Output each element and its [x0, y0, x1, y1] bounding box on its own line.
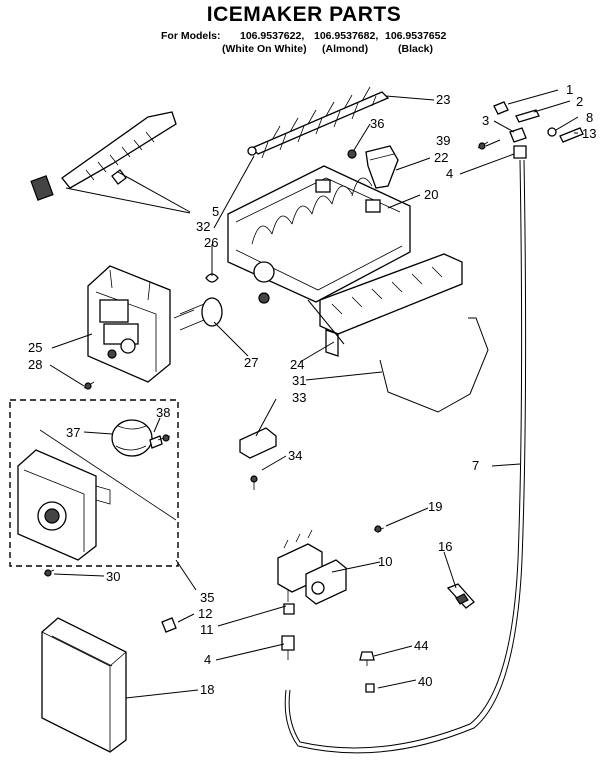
arm-knob-part-33: [239, 427, 277, 459]
motor-housing-part-25: [87, 265, 171, 383]
callout-16: 16: [438, 539, 452, 554]
water-valve-part-10: [277, 529, 347, 605]
nut-part-40: [365, 683, 375, 693]
nut-part-12: [161, 617, 177, 633]
ice-bin-part-18: [41, 617, 127, 753]
clip-part-26: [205, 273, 219, 283]
clamp-part-16: [446, 583, 475, 609]
callout-labels: 1 2 3 8 13 39 4 23 36 22 20 5 32 26 25 2…: [28, 82, 596, 697]
model-variant-3: (Black): [398, 43, 434, 55]
callout-3: 3: [482, 113, 489, 128]
nut-part-1: [493, 101, 509, 115]
callout-7: 7: [472, 458, 479, 473]
callout-34: 34: [288, 448, 302, 463]
fitting-part-11: [283, 603, 295, 615]
callout-26: 26: [204, 235, 218, 250]
page-title: ICEMAKER PARTS: [206, 3, 402, 26]
compression-nut-part-4: [513, 145, 527, 159]
callout-28: 28: [28, 357, 42, 372]
ice-mold-part-20: [227, 165, 411, 304]
fitting-part-2: [515, 109, 540, 123]
callout-1: 1: [566, 82, 573, 97]
callout-23: 23: [436, 92, 450, 107]
compression-nut-part-4b: [281, 635, 295, 660]
model-variant-2: (Almond): [322, 43, 369, 55]
model-number-2: 106.9537682,: [314, 30, 379, 42]
leader-lines: [49, 89, 579, 699]
tube-fitting-part-13: [559, 127, 584, 143]
water-tube-part-7: [284, 159, 527, 754]
callout-32: 32: [196, 219, 210, 234]
screw-part-30: [43, 569, 55, 577]
fill-cup-part-22: [365, 145, 399, 189]
callout-38: 38: [156, 405, 170, 420]
callout-10: 10: [378, 554, 392, 569]
callout-11: 11: [200, 622, 214, 637]
shutoff-arm-part-31: [379, 317, 489, 413]
thermostat-part-27: [173, 297, 223, 331]
screw-part-38: [157, 434, 171, 442]
callout-8: 8: [586, 110, 593, 125]
model-number-3: 106.9537652: [385, 30, 447, 42]
model-number-1: 106.9537622,: [240, 30, 305, 42]
callout-44: 44: [414, 638, 428, 653]
callout-24: 24: [290, 357, 304, 372]
screw-part-28: [83, 381, 95, 390]
screw-part-36: [347, 149, 357, 159]
callout-22: 22: [434, 150, 448, 165]
insert-part-3: [509, 127, 527, 143]
callout-25: 25: [28, 340, 42, 355]
model-variant-1: (White On White): [222, 43, 307, 55]
callout-18: 18: [200, 682, 214, 697]
callout-27: 27: [244, 355, 258, 370]
screw-part-34: [250, 475, 258, 490]
callout-39: 39: [436, 133, 450, 148]
for-models-label: For Models:: [161, 30, 221, 42]
module-housing-part-35: [17, 449, 111, 561]
callout-33: 33: [292, 390, 306, 405]
callout-5: 5: [212, 204, 219, 219]
callout-12: 12: [198, 606, 212, 621]
motor-assembly-box-part-35: [9, 399, 179, 567]
washer-part-8: [547, 127, 557, 137]
callout-36: 36: [370, 116, 384, 131]
callout-4-top: 4: [446, 166, 453, 181]
ejector-blade-part-23: [247, 86, 390, 159]
callout-19: 19: [428, 499, 442, 514]
motor-part-37: [111, 419, 163, 457]
screw-part-39: [477, 141, 489, 150]
fill-tube-part-5: [30, 111, 177, 201]
callout-13: 13: [582, 126, 596, 141]
grommet-part-44: [359, 651, 375, 666]
callout-40: 40: [418, 674, 432, 689]
callout-35: 35: [200, 590, 214, 605]
callout-2: 2: [576, 94, 583, 109]
callout-31: 31: [292, 373, 306, 388]
mold-cover-part-24: [319, 253, 463, 357]
callout-20: 20: [424, 187, 438, 202]
callout-30: 30: [106, 569, 120, 584]
callout-37: 37: [66, 425, 80, 440]
screw-part-19: [373, 525, 385, 533]
callout-4-bottom: 4: [204, 652, 211, 667]
